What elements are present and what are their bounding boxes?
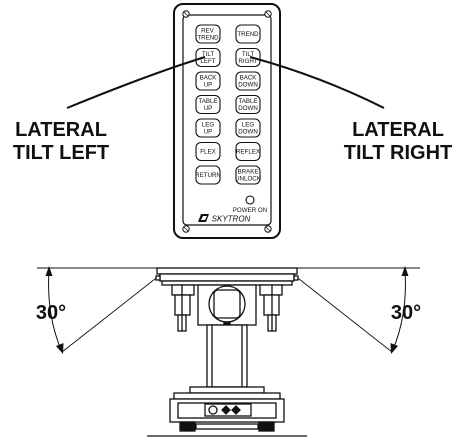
screw-icon xyxy=(264,10,272,18)
rev-trend-button-label: TREND xyxy=(197,34,219,41)
base-dial-icon xyxy=(208,405,218,415)
flex-button-label: FLEX xyxy=(200,149,215,156)
tilt-left-button-label: TILT xyxy=(202,51,214,58)
leader-line-left xyxy=(66,56,206,109)
rev-trend-button[interactable]: REV.TREND xyxy=(195,24,221,44)
arrowhead-icon xyxy=(45,266,53,276)
table-up-button-label: UP xyxy=(204,105,213,112)
power-on-label: POWER ON xyxy=(233,207,267,214)
back-up-button-label: UP xyxy=(204,81,213,88)
brake-unlock-button-label: UNLOCK xyxy=(235,175,262,182)
back-down-button-label: BACK xyxy=(240,75,258,82)
rev-trend-button-label: REV. xyxy=(201,28,215,35)
callout-right-line1: LATERAL xyxy=(352,119,444,141)
screw-icon xyxy=(182,10,190,18)
arrowhead-icon xyxy=(56,343,64,354)
table-up-button-label: TABLE xyxy=(198,98,217,105)
screw-icon xyxy=(182,225,190,233)
angle-label-left: 30° xyxy=(36,302,66,324)
back-down-button-label: DOWN xyxy=(238,81,258,88)
tilt-right-button-label: RIGHT xyxy=(238,58,257,65)
brake-unlock-button-label: BRAKE xyxy=(238,169,259,176)
return-button[interactable]: RETURN xyxy=(195,165,221,185)
angle-label-right: 30° xyxy=(391,302,421,324)
callout-right-line2: TILT RIGHT xyxy=(344,142,453,164)
angle-arc-left xyxy=(48,269,63,353)
tilt-line-left xyxy=(61,274,161,353)
reflex-button-label: REFLEX xyxy=(236,149,260,156)
table-down-button-label: DOWN xyxy=(238,105,258,112)
leg-up-button-label: LEG xyxy=(202,122,215,129)
table-down-button-label: TABLE xyxy=(238,98,257,105)
trend-button[interactable]: TREND xyxy=(235,24,261,44)
leader-line-right xyxy=(249,56,385,109)
callout-left-line2: TILT LEFT xyxy=(13,142,109,164)
tilt-right-button-label: TILT xyxy=(242,51,254,58)
brand-logo-icon xyxy=(198,214,209,222)
flex-button[interactable]: FLEX xyxy=(195,141,221,162)
screw-icon xyxy=(264,225,272,233)
back-up-button-label: BACK xyxy=(200,75,218,82)
callout-left-line1: LATERAL xyxy=(15,119,107,141)
angle-arc-right xyxy=(391,269,406,353)
tilt-left-button-label: LEFT xyxy=(200,58,215,65)
leg-down-button-label: DOWN xyxy=(238,128,258,135)
arrowhead-icon xyxy=(390,343,398,354)
arrowhead-icon xyxy=(401,266,409,276)
reflex-button[interactable]: REFLEX xyxy=(235,141,261,162)
operating-table-front-view xyxy=(155,267,299,432)
power-on-indicator-icon xyxy=(245,195,255,205)
leg-up-button-label: UP xyxy=(204,128,213,135)
tilt-line-right xyxy=(293,274,393,353)
leg-down-button-label: LEG xyxy=(242,122,255,129)
return-button-label: RETURN xyxy=(195,172,221,179)
brand-name: SKYTRON xyxy=(212,215,251,224)
trend-button-label: TREND xyxy=(237,31,259,38)
